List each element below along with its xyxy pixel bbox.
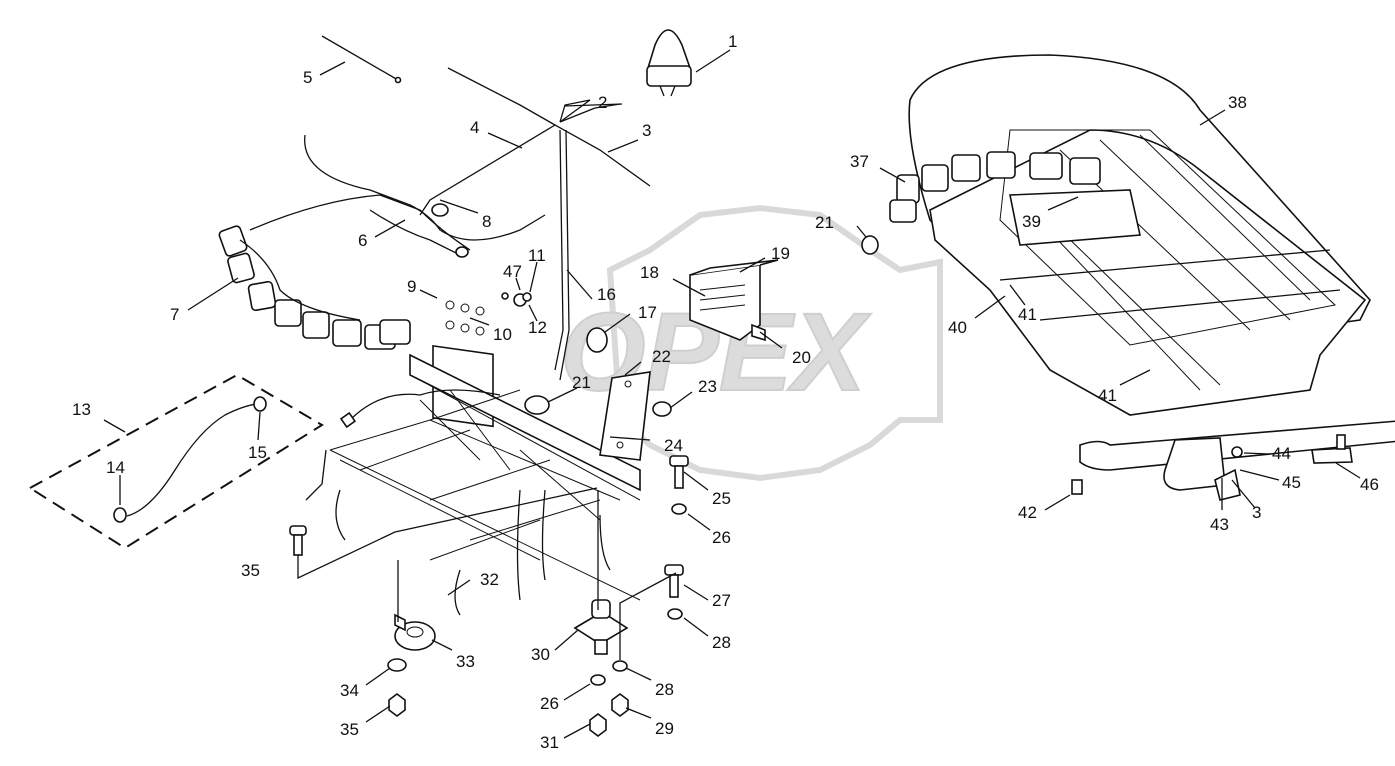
bolt-35-top [289, 525, 307, 556]
callout-30: 30 [531, 645, 550, 664]
beacon-light [646, 29, 692, 97]
washer-28 [667, 608, 683, 620]
callout-11: 11 [528, 246, 546, 265]
antenna-rod [321, 35, 402, 84]
callout-1: 1 [728, 32, 737, 51]
work-light-bar-right [889, 151, 1101, 223]
callout-21-right: 21 [815, 213, 834, 232]
callout-24: 24 [664, 436, 683, 455]
callout-labels: 1 2 3 4 5 6 7 8 9 10 11 12 13 14 15 16 1… [72, 32, 1379, 752]
washer-26 [671, 503, 687, 515]
callout-38: 38 [1228, 93, 1247, 112]
small-fasteners [501, 292, 532, 307]
washer-34 [387, 658, 407, 672]
work-light-bar-left [218, 225, 411, 350]
cable-plug [339, 411, 357, 429]
callout-37: 37 [850, 152, 869, 171]
callout-29: 29 [655, 719, 674, 738]
callout-47: 47 [503, 262, 522, 281]
callout-7: 7 [170, 305, 179, 324]
callout-45: 45 [1282, 473, 1301, 492]
horn [394, 613, 436, 651]
grommet [586, 327, 608, 353]
side-bracket-assembly [1071, 420, 1395, 501]
leader-lines [103, 49, 1361, 739]
bolt-27 [664, 564, 684, 598]
callout-20: 20 [792, 348, 811, 367]
callout-23: 23 [698, 377, 717, 396]
callout-41-lower: 41 [1098, 386, 1117, 405]
cable-ring [524, 395, 550, 415]
callout-15: 15 [248, 443, 267, 462]
callout-28: 28 [712, 633, 731, 652]
grommet-right [861, 235, 879, 255]
hose-clamp [652, 401, 672, 417]
callout-44: 44 [1272, 444, 1291, 463]
callout-40: 40 [948, 318, 967, 337]
callout-16: 16 [597, 285, 616, 304]
callout-26-lower: 26 [540, 694, 559, 713]
callout-10: 10 [493, 325, 512, 344]
callout-14: 14 [106, 458, 125, 477]
roof-panel [908, 54, 1371, 416]
callout-43: 43 [1210, 515, 1229, 534]
nut-35 [388, 693, 406, 717]
callout-35: 35 [241, 561, 260, 580]
callout-41: 41 [1018, 305, 1037, 324]
cable-branch [349, 389, 501, 421]
callout-39: 39 [1022, 212, 1041, 231]
callout-18: 18 [640, 263, 659, 282]
nut-29 [611, 693, 629, 717]
callout-3-right: 3 [1252, 503, 1261, 522]
callout-27: 27 [712, 591, 731, 610]
mounting-plate [599, 371, 651, 461]
callout-46: 46 [1360, 475, 1379, 494]
callout-28-lower: 28 [655, 680, 674, 699]
callout-12: 12 [528, 318, 547, 337]
callout-13: 13 [72, 400, 91, 419]
callout-26: 26 [712, 528, 731, 547]
callout-34: 34 [340, 681, 359, 700]
rubber-mount [573, 599, 629, 655]
mounting-frame [329, 353, 641, 616]
callout-35-lower: 35 [340, 720, 359, 739]
callout-2: 2 [598, 93, 607, 112]
callout-3: 3 [642, 121, 651, 140]
callout-22: 22 [652, 347, 671, 366]
callout-31: 31 [540, 733, 559, 752]
bolt-25 [669, 455, 689, 489]
callout-17: 17 [638, 303, 657, 322]
wiring-harness [249, 67, 651, 381]
callout-5: 5 [303, 68, 312, 87]
callout-32: 32 [480, 570, 499, 589]
washer-28-lower [612, 660, 628, 672]
callout-9: 9 [407, 277, 416, 296]
callout-4: 4 [470, 118, 479, 137]
washer-26-lower [590, 674, 606, 686]
callout-33: 33 [456, 652, 475, 671]
callout-6: 6 [358, 231, 367, 250]
callout-42: 42 [1018, 503, 1037, 522]
callout-19: 19 [771, 244, 790, 263]
callout-21: 21 [572, 373, 591, 392]
cable-kit-box [28, 373, 324, 550]
callout-8: 8 [482, 212, 491, 231]
callout-25: 25 [712, 489, 731, 508]
nut-31 [589, 713, 607, 737]
